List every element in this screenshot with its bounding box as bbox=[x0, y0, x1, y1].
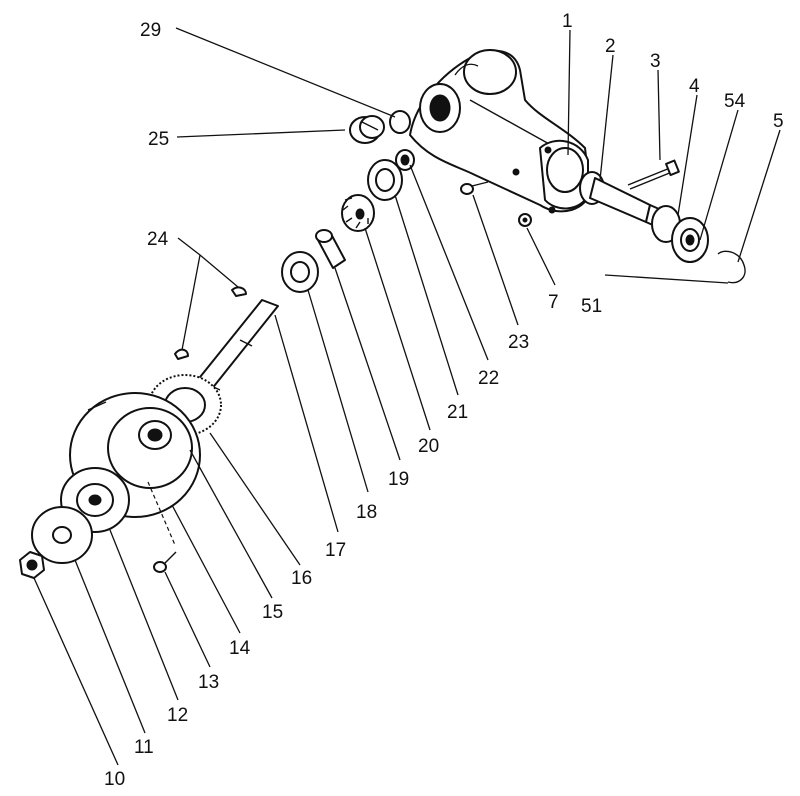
plug bbox=[349, 115, 385, 144]
retaining-screw bbox=[147, 481, 177, 573]
lower-bearing bbox=[281, 251, 319, 293]
nut bbox=[19, 551, 45, 579]
callout-13: 13 bbox=[198, 672, 219, 693]
leader-lines bbox=[33, 27, 781, 766]
callout-10: 10 bbox=[104, 769, 125, 790]
callout-3: 3 bbox=[650, 51, 661, 72]
small-nut bbox=[518, 213, 532, 227]
callout-51: 51 bbox=[581, 296, 602, 317]
screw bbox=[460, 181, 489, 195]
callout-29: 29 bbox=[140, 20, 161, 41]
washer bbox=[31, 506, 93, 564]
callout-23: 23 bbox=[508, 332, 529, 353]
callout-7: 7 bbox=[548, 292, 559, 313]
callout-20: 20 bbox=[418, 436, 439, 457]
callout-16: 16 bbox=[291, 568, 312, 589]
bolt bbox=[627, 159, 680, 190]
sleeve bbox=[315, 229, 346, 269]
callout-19: 19 bbox=[388, 469, 409, 490]
callout-24: 24 bbox=[147, 229, 169, 250]
callout-18: 18 bbox=[356, 502, 377, 523]
circlip bbox=[717, 250, 746, 284]
callout-22: 22 bbox=[478, 368, 499, 389]
callout-4: 4 bbox=[689, 76, 700, 97]
callout-14: 14 bbox=[229, 638, 251, 659]
callout-5: 5 bbox=[773, 111, 784, 132]
callout-2: 2 bbox=[605, 36, 616, 57]
upper-bearing bbox=[367, 149, 415, 201]
callout-21: 21 bbox=[447, 402, 468, 423]
callout-1: 1 bbox=[562, 11, 573, 32]
callout-12: 12 bbox=[167, 705, 188, 726]
callout-54: 54 bbox=[724, 91, 746, 112]
seal-ring bbox=[389, 110, 411, 134]
keys bbox=[174, 286, 247, 360]
callout-17: 17 bbox=[325, 540, 346, 561]
callout-25: 25 bbox=[148, 129, 169, 150]
bearing-assembly bbox=[651, 205, 709, 263]
callout-15: 15 bbox=[262, 602, 283, 623]
callout-11: 11 bbox=[134, 737, 154, 758]
bevel-gear bbox=[341, 194, 375, 232]
callout-labels: 1 2 3 4 54 5 51 7 23 22 21 20 19 18 17 1… bbox=[104, 11, 784, 790]
gear-housing bbox=[409, 49, 591, 214]
